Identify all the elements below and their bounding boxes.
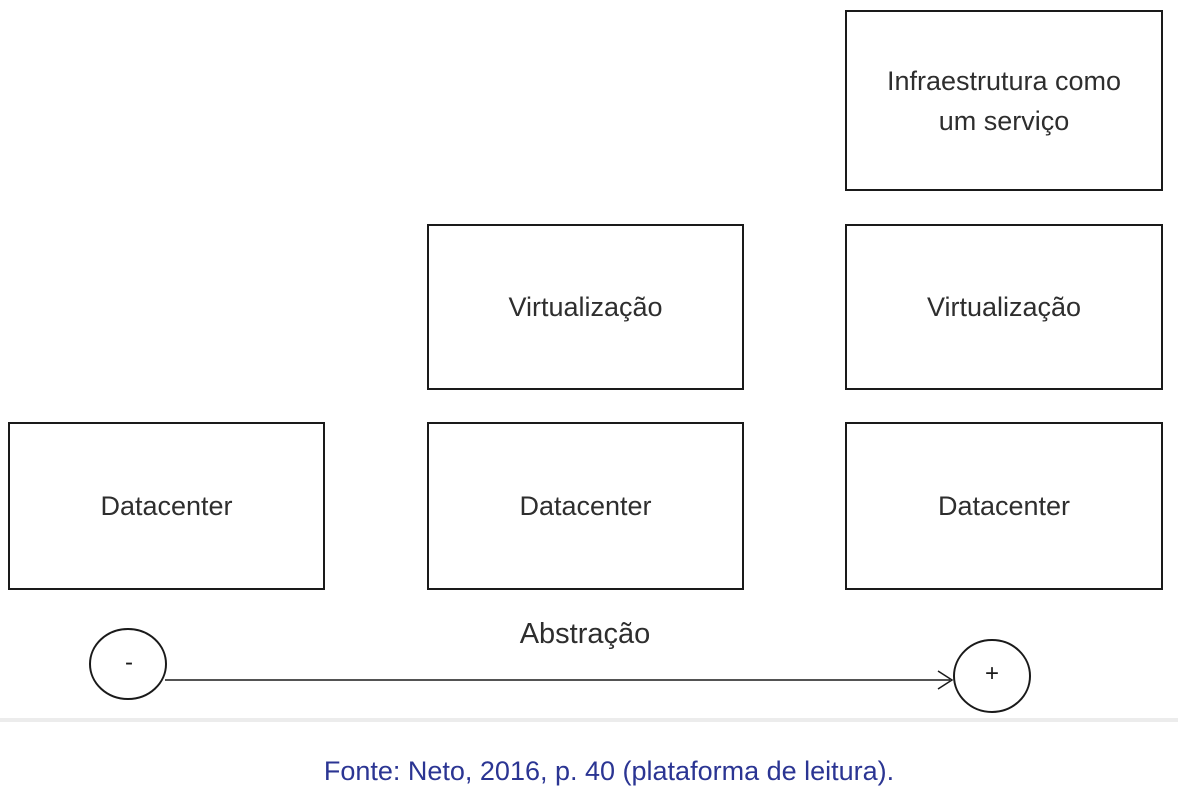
plus-symbol: + bbox=[984, 660, 999, 687]
iaas-box: Infraestrutura como um serviço bbox=[845, 10, 1163, 191]
plus-circle bbox=[953, 639, 1031, 713]
virtualization-box-middle: Virtualização bbox=[427, 224, 744, 390]
datacenter-label-left: Datacenter bbox=[100, 491, 233, 521]
virtualization-label-right: Virtualização bbox=[926, 292, 1082, 322]
datacenter-box-middle: Datacenter bbox=[427, 422, 744, 590]
datacenter-box-right: Datacenter bbox=[845, 422, 1163, 590]
virtualization-label-middle: Virtualização bbox=[508, 292, 663, 322]
figure-caption: Fonte: Neto, 2016, p. 40 (plataforma de … bbox=[323, 756, 895, 786]
iaas-label: Infraestrutura como um serviço bbox=[886, 65, 1122, 136]
minus-circle bbox=[89, 628, 167, 700]
abstraction-axis bbox=[89, 628, 1031, 713]
datacenter-label-middle: Datacenter bbox=[519, 491, 652, 521]
datacenter-box-left: Datacenter bbox=[8, 422, 325, 590]
abstraction-label: Abstração bbox=[519, 618, 651, 650]
arrow-head-icon bbox=[937, 670, 954, 690]
datacenter-label-right: Datacenter bbox=[937, 491, 1071, 521]
minus-symbol: - bbox=[125, 649, 133, 676]
diagram-figure: Infraestrutura como um serviço Virtualiz… bbox=[0, 10, 1178, 722]
virtualization-box-right: Virtualização bbox=[845, 224, 1163, 390]
